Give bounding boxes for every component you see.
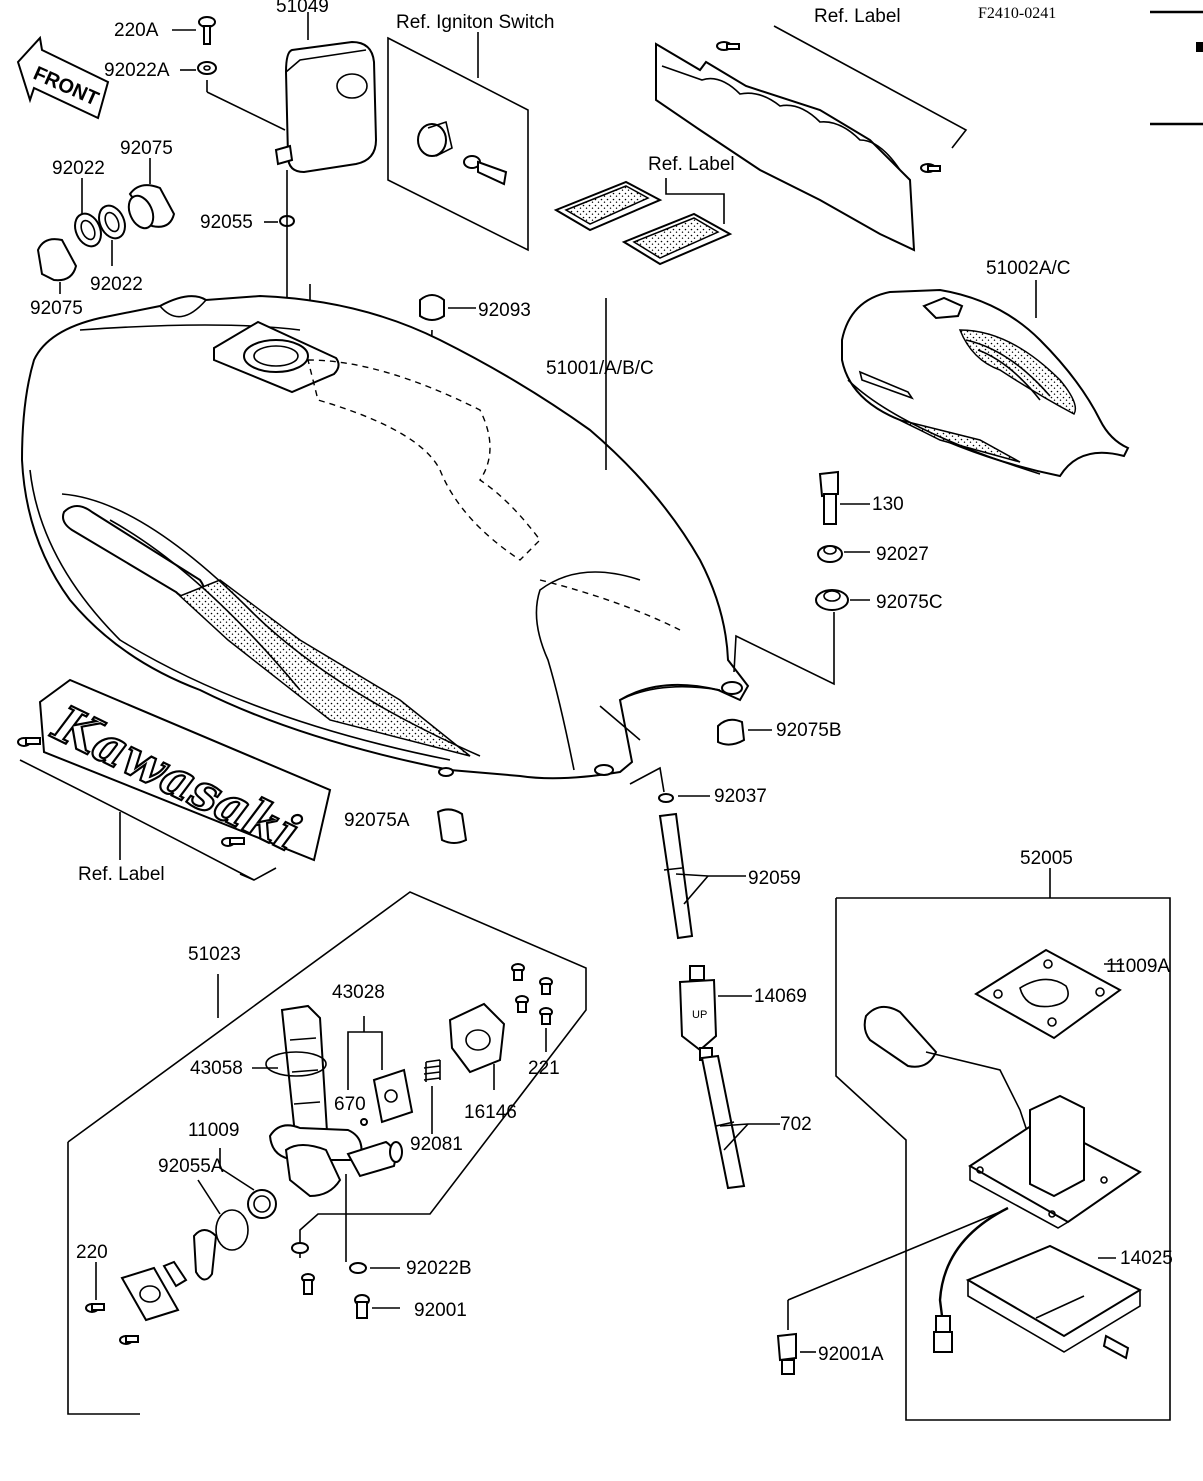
label-92075-bottom: 92075	[30, 298, 83, 319]
cover-16146	[448, 1002, 506, 1074]
ref-label-strip	[655, 41, 941, 252]
screw-icon	[85, 1303, 105, 1313]
fuel-tap-51023	[268, 1004, 403, 1198]
washer-icon	[291, 1242, 309, 1254]
label-130: 130	[872, 494, 904, 515]
label-670: 670	[334, 1094, 366, 1115]
sender-wire	[938, 1206, 1009, 1317]
label-16146: 16146	[464, 1102, 517, 1123]
label-92075a: 92075A	[344, 810, 410, 831]
spring-92081	[423, 1059, 441, 1082]
fuel-tank-51002-alternate	[841, 288, 1130, 478]
label-43028: 43028	[332, 982, 385, 1003]
label-43058: 43058	[190, 1058, 243, 1079]
label-ref-ignition-switch: Ref. Igniton Switch	[396, 12, 554, 33]
fuel-tank-51001	[20, 294, 750, 780]
gasket-11009a	[974, 948, 1122, 1040]
ignition-cover-51049	[274, 40, 378, 174]
label-702: 702	[780, 1114, 812, 1135]
screw-icon	[221, 837, 245, 847]
ref-label-decals	[553, 180, 733, 266]
label-92022a: 92022A	[104, 60, 170, 81]
label-92075-top: 92075	[120, 138, 173, 159]
label-92001a: 92001A	[818, 1344, 884, 1365]
bolt-92001a	[776, 1332, 797, 1375]
label-92027: 92027	[876, 544, 929, 565]
label-51002: 51002A/C	[986, 258, 1071, 279]
label-221: 221	[528, 1058, 560, 1079]
damper-92075b	[717, 718, 746, 746]
label-92022-top: 92022	[52, 158, 105, 179]
label-ref-label-bottom: Ref. Label	[78, 864, 165, 885]
label-ref-label-top: Ref. Label	[814, 6, 901, 27]
label-92001: 92001	[414, 1300, 467, 1321]
screw-icon	[539, 1007, 553, 1025]
ball-670	[360, 1118, 368, 1126]
grommet-92093	[419, 294, 445, 321]
screw-icon	[511, 963, 525, 981]
spacers-92075-92022	[36, 184, 176, 282]
fuel-level-sender	[863, 1005, 1142, 1229]
filter-up-mark: UP	[692, 1009, 707, 1021]
bolt-130	[818, 470, 839, 525]
label-92093: 92093	[478, 300, 531, 321]
washer-92022b	[349, 1262, 367, 1274]
lever-and-plate	[120, 1229, 218, 1322]
damper-92075c	[815, 589, 849, 611]
label-51049: 51049	[276, 0, 329, 17]
screw-icon	[539, 977, 553, 995]
ignition-switch-ref-panel	[387, 36, 529, 252]
label-14025: 14025	[1120, 1248, 1173, 1269]
filter-screen-11009	[247, 1189, 277, 1219]
label-220a: 220A	[114, 20, 159, 41]
diaphragm-43028	[372, 1068, 414, 1124]
fuel-gauge-group-box	[835, 897, 1171, 1421]
sender-cover-14025	[965, 1244, 1143, 1360]
label-92075b: 92075B	[776, 720, 842, 741]
label-11009: 11009	[188, 1120, 239, 1141]
drawing-id: F2410-0241	[978, 5, 1056, 22]
hose-702	[700, 1054, 746, 1190]
front-arrow-icon: FRONT	[16, 35, 110, 120]
label-11009a: 11009A	[1106, 956, 1170, 977]
label-14069: 14069	[754, 986, 807, 1007]
label-ref-label-mid: Ref. Label	[648, 154, 735, 175]
hose-92059	[658, 812, 694, 940]
label-92022b: 92022B	[406, 1258, 472, 1279]
clip-92037	[658, 793, 674, 803]
screw-icon	[716, 41, 740, 51]
label-92075c: 92075C	[876, 592, 943, 613]
label-220: 220	[76, 1242, 108, 1263]
label-92022-bottom: 92022	[90, 274, 143, 295]
page-edge-marks	[1150, 10, 1203, 126]
screw-icon	[17, 737, 41, 747]
washer-92022a	[197, 61, 217, 75]
o-ring-92055a	[215, 1209, 249, 1251]
label-51023: 51023	[188, 944, 241, 965]
screw-icon	[119, 1335, 139, 1345]
label-92081: 92081	[410, 1134, 463, 1155]
connector-icon	[933, 1315, 953, 1353]
label-92055a: 92055A	[158, 1156, 224, 1177]
screw-icon	[515, 995, 529, 1013]
screw-icon	[920, 163, 941, 173]
screw-220a	[198, 16, 216, 45]
label-52005: 52005	[1020, 848, 1073, 869]
fuel-filter-14069: UP	[678, 965, 718, 1061]
screw-92001	[354, 1294, 370, 1319]
fuel-tap-group-box	[67, 891, 587, 1415]
label-92059: 92059	[748, 868, 801, 889]
label-92055: 92055	[200, 212, 253, 233]
screw-icon	[301, 1273, 315, 1295]
screws-221	[511, 963, 553, 1025]
collar-92027	[817, 545, 843, 563]
damper-92075a	[436, 808, 468, 844]
label-51001: 51001/A/B/C	[546, 358, 654, 379]
label-92037: 92037	[714, 786, 767, 807]
o-ring-43058	[265, 1051, 327, 1077]
